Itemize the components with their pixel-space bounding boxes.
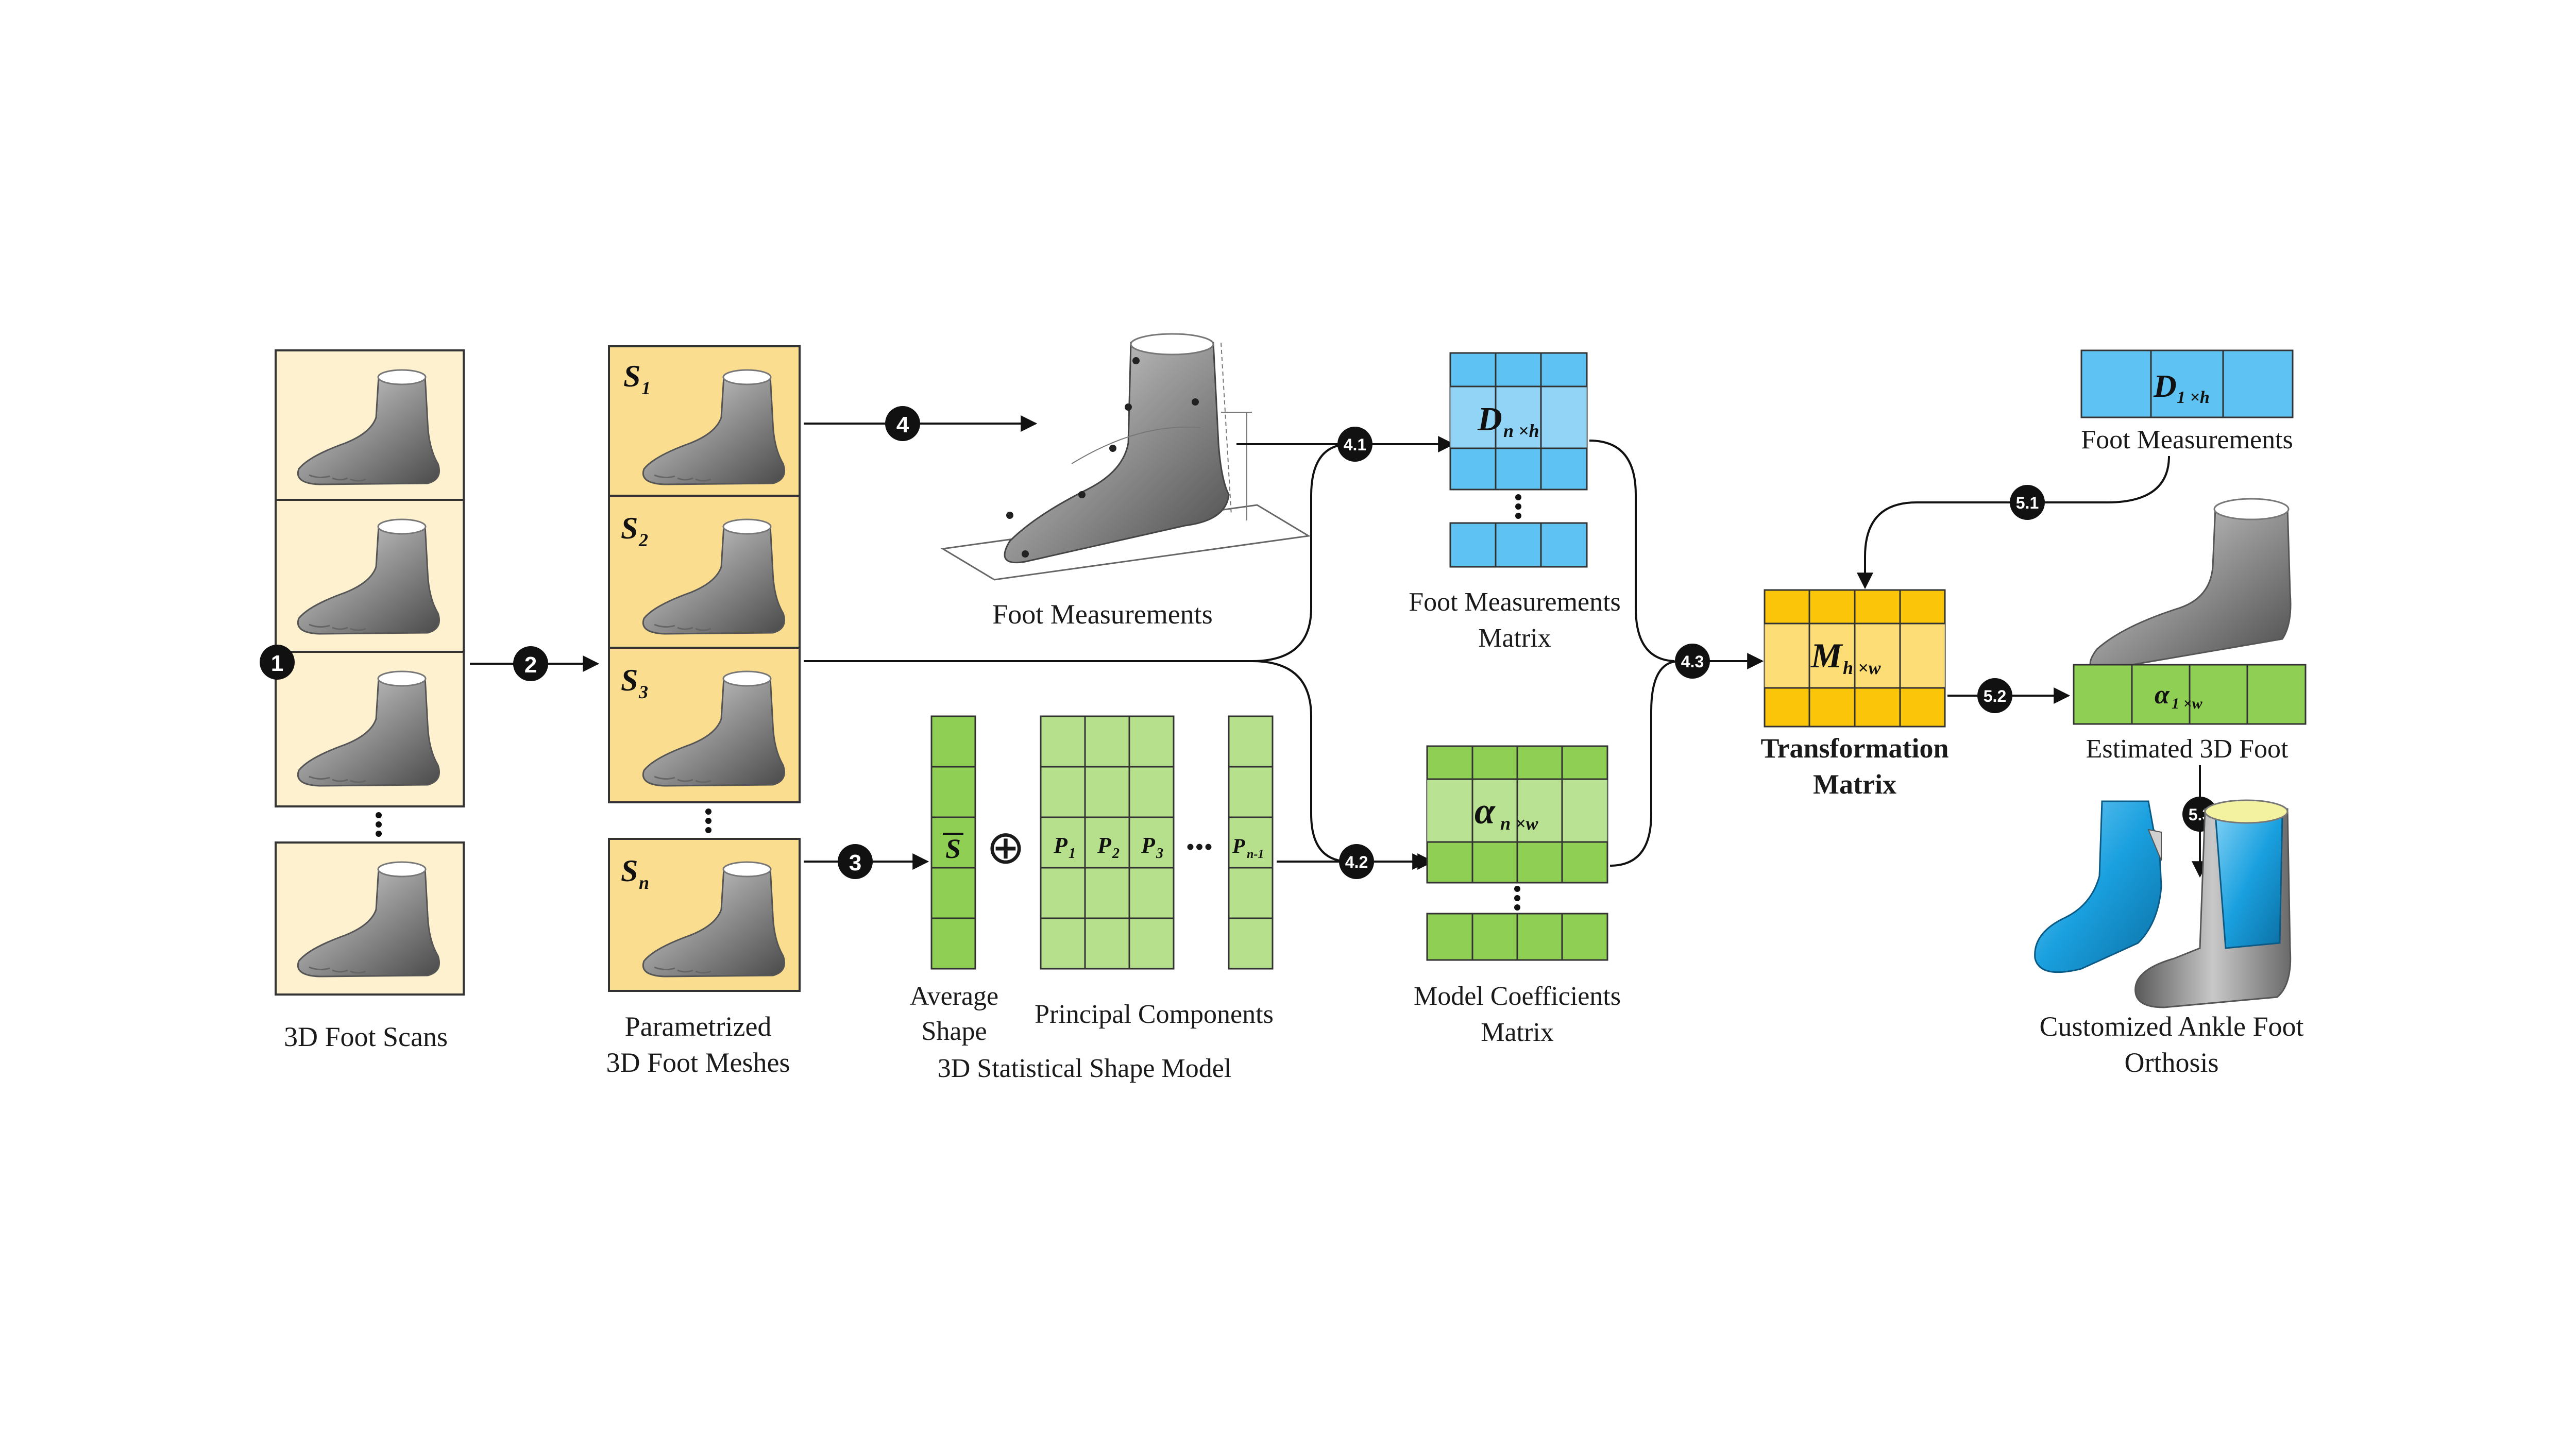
svg-text:1 ×w: 1 ×w [2172,695,2203,712]
svg-text:1: 1 [271,651,283,676]
svg-text:n: n [639,872,649,893]
svg-text:n ×h: n ×h [1503,420,1539,441]
svg-text:5.2: 5.2 [1984,687,2006,705]
mesh-panel-s3: S 3 [608,647,801,803]
svg-text:4: 4 [896,412,909,437]
svg-text:1 ×h: 1 ×h [2177,388,2210,407]
step-2-badge: 2 [513,646,548,681]
scan-panel-3 [275,651,465,807]
svg-text:1: 1 [641,378,651,398]
mc-matrix-last-row [1426,913,1608,961]
svg-text:S: S [621,511,638,545]
average-shape-label-line2: Shape [921,1017,987,1046]
svg-text:4.1: 4.1 [1344,435,1366,454]
connector-s3-branch [804,443,1350,662]
svg-text:P: P [1232,834,1245,857]
scans-label: 3D Foot Scans [284,1021,448,1052]
mesh-panel-s2: S 2 [608,495,801,649]
ssm-label: 3D Statistical Shape Model [938,1054,1231,1083]
mesh-vertical-ellipsis [705,808,711,833]
foot-measurements-label: Foot Measurements [992,599,1212,630]
svg-text:S: S [945,833,961,864]
step-43-badge: 4.3 [1675,644,1710,679]
fm-matrix-last-row [1449,522,1588,568]
foot-measurements-matrix: D n ×h [1449,352,1588,491]
estimated-foot-label: Estimated 3D Foot [2086,734,2289,764]
svg-text:α: α [1475,790,1496,832]
mc-matrix-label-line2: Matrix [1481,1018,1554,1047]
step-3-badge: 3 [838,844,873,879]
model-coefficients-matrix: α n ×w [1426,745,1608,884]
tm-label-line2: Matrix [1813,769,1896,800]
svg-text:n-1: n-1 [1247,848,1264,861]
tm-label-line1: Transformation [1761,733,1949,764]
scan-panel-n [275,841,465,996]
step-52-badge: 5.2 [1977,678,2012,713]
estimated-coefficients-vector: α 1 ×w [2073,664,2307,725]
connector-input-to-M [1857,456,2170,589]
svg-text:3: 3 [849,850,861,875]
scan-panel-2 [275,499,465,653]
svg-text:4.2: 4.2 [1345,853,1368,871]
svg-text:M: M [1810,636,1843,675]
param-label-line2: 3D Foot Meshes [606,1047,790,1078]
param-label-line1: Parametrized [625,1011,772,1042]
svg-text:h ×w: h ×w [1843,658,1882,678]
afo-label-line2: Orthosis [2124,1047,2218,1078]
svg-text:P: P [1053,833,1068,858]
connector-D-to-43 [1589,440,1675,662]
principal-components-label: Principal Components [1035,1000,1274,1029]
average-shape-label-line1: Average [910,982,998,1011]
mesh-panel-sn: S n [608,838,801,992]
pc-ellipsis: ••• [1186,832,1213,861]
foot-measurement-illustration [940,333,1311,581]
scan-vertical-ellipsis [376,812,382,837]
scan-panel-1 [275,349,465,501]
svg-text:n ×w: n ×w [1500,813,1539,834]
svg-text:S: S [623,359,640,393]
fm-matrix-label-line2: Matrix [1478,624,1551,653]
svg-text:3: 3 [638,682,648,702]
svg-text:P: P [1097,833,1112,858]
mc-matrix-ellipsis [1514,886,1520,911]
fm-matrix-label-line1: Foot Measurements [1409,587,1621,617]
input-measurements-vector: D 1 ×h [2080,349,2294,418]
svg-text:S: S [621,854,638,888]
mesh-panel-s1: S 1 [608,345,801,497]
step-4-badge: 4 [885,406,920,441]
svg-text:3: 3 [1156,846,1163,862]
fm-matrix-ellipsis [1515,494,1521,519]
connector-s3-to-42 [1251,660,1434,870]
svg-text:D: D [2153,369,2177,404]
mc-matrix-label-line1: Model Coefficients [1414,982,1621,1011]
afo-label-line1: Customized Ankle Foot [2040,1011,2304,1042]
connector-alpha-to-43 [1609,660,1680,867]
transformation-matrix: M h ×w [1764,589,1946,728]
svg-text:4.3: 4.3 [1681,652,1704,671]
step-42-badge: 4.2 [1339,844,1374,879]
svg-text:S: S [621,663,638,697]
svg-text:2: 2 [524,652,537,678]
input-fm-label: Foot Measurements [2081,425,2293,454]
svg-text:1: 1 [1069,846,1076,862]
estimated-foot-model [2089,498,2292,671]
svg-text:2: 2 [1112,846,1120,862]
svg-text:2: 2 [638,530,648,550]
svg-text:α: α [2155,680,2170,710]
svg-text:P: P [1141,833,1156,858]
svg-text:D: D [1477,400,1502,438]
average-shape-vector: S [930,715,976,970]
oplus-symbol: ⊕ [986,822,1025,873]
principal-components-matrix: P 1 P 2 P 3 [1040,715,1175,970]
afo-illustration [2034,799,2292,1008]
step-1-badge: 1 [260,645,295,680]
step-51-badge: 5.1 [2010,485,2045,520]
principal-component-last: P n-1 [1228,715,1274,970]
svg-text:5.1: 5.1 [2016,494,2039,512]
step-41-badge: 4.1 [1337,427,1372,462]
